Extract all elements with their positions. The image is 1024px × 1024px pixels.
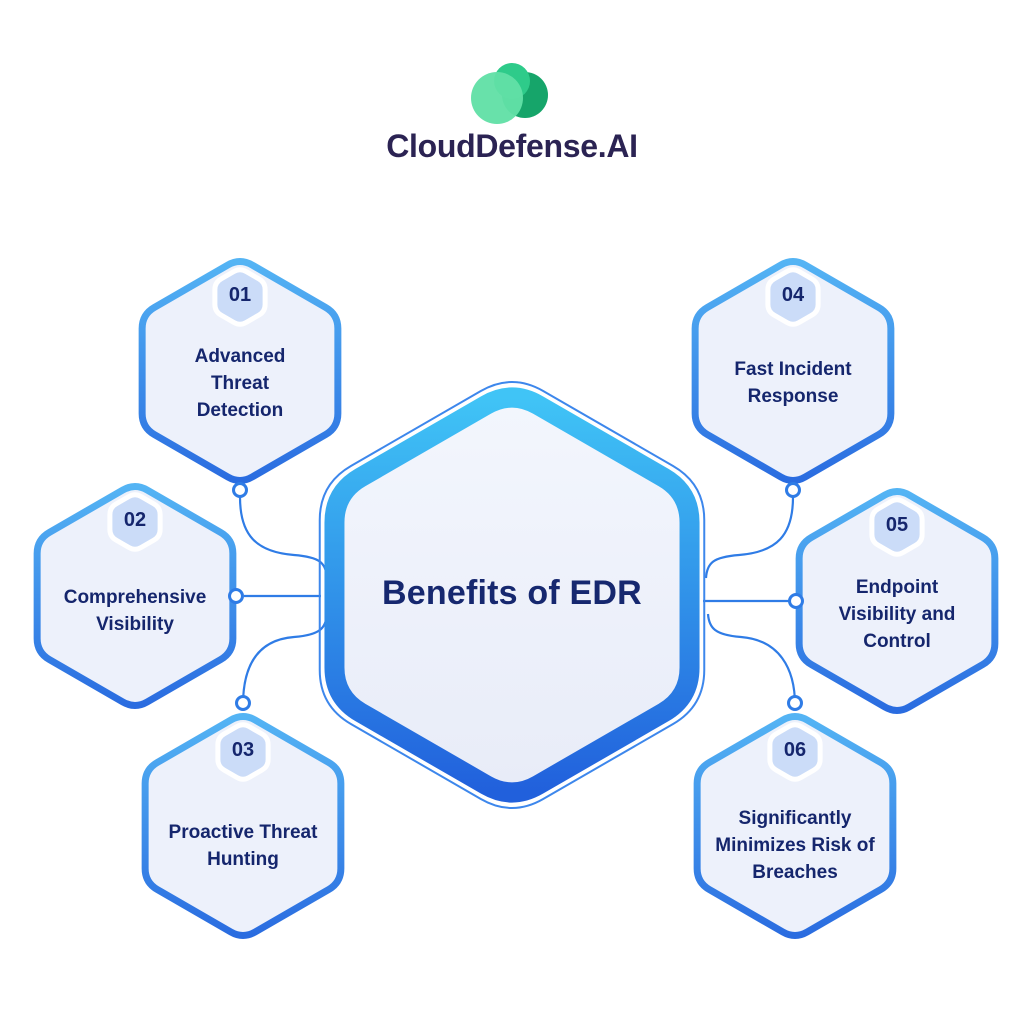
connector-item6 [706,613,797,706]
brand-name: CloudDefense.AI [386,128,638,164]
item1-number: 01 [228,284,252,306]
dot-item2 [228,588,244,604]
item5-label: Endpoint Visibility and Control [838,577,956,652]
central-hexagon [324,387,700,803]
hexagon-item5 [795,488,999,714]
item3-number: 03 [231,739,255,761]
item6-label: Significantly Minimizes Risk of Breaches [715,808,875,883]
badge-item3 [215,722,271,782]
item1-label: Advanced Threat Detection [194,346,286,421]
item2-number: 02 [123,509,147,531]
hexagon-item3 [141,713,345,939]
hexagon-item4 [691,258,895,484]
dot-item6 [787,695,803,711]
dot-item4 [785,482,801,498]
central-hexagon-outline [318,381,706,809]
badge-item4 [765,267,821,327]
logo-circles-icon [471,63,548,124]
connector-item3 [241,613,329,706]
item2-label: Comprehensive Visibility [63,587,207,635]
badge-item2 [107,492,163,552]
item6-number: 06 [783,739,807,761]
connector-item1 [238,496,329,579]
logo-circle-light [471,72,523,124]
hexagon-item2 [33,483,237,709]
diagram-title: Benefits of EDR [382,574,642,612]
connector-dots [228,482,804,711]
badge-item6 [767,722,823,782]
hexagon-item6 [693,713,897,939]
badge-item5 [869,497,925,557]
badge-item1 [212,267,268,327]
dot-item1 [232,482,248,498]
item4-label: Fast Incident Response [734,359,852,407]
connector-lines [238,496,797,706]
hexagon-item1 [138,258,342,484]
connector-item4 [704,496,795,579]
item5-number: 05 [885,514,909,536]
dot-item3 [235,695,251,711]
item4-number: 04 [781,284,805,306]
dot-item5 [788,593,804,609]
item3-label: Proactive Threat Hunting [168,822,318,870]
